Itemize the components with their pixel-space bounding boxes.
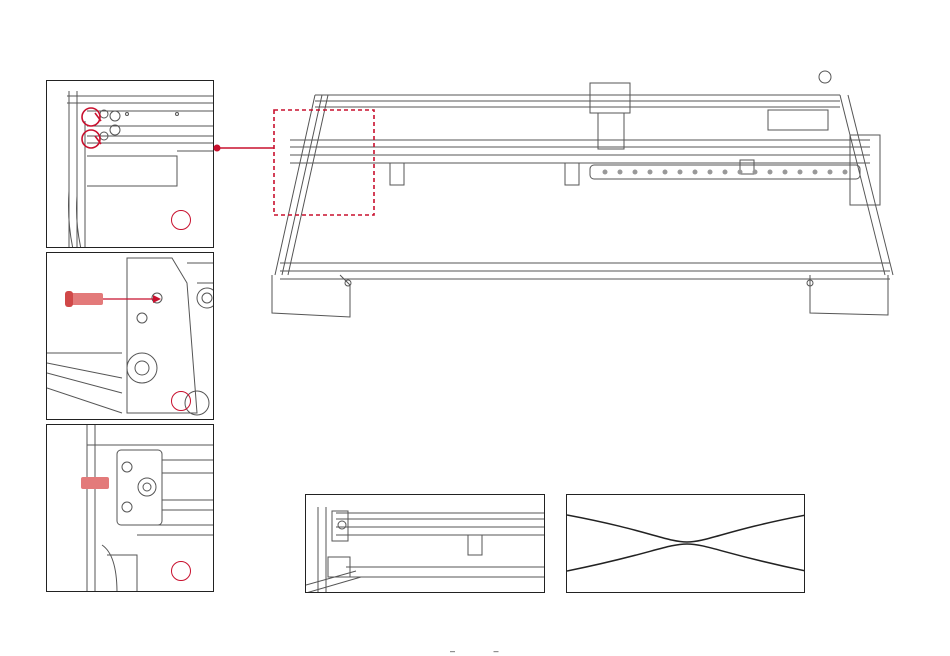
detail-panel-2 — [46, 252, 214, 420]
bolt-icon — [65, 291, 161, 307]
rail-closeup-illustration — [306, 495, 545, 593]
page-marks: – – — [450, 646, 517, 656]
belt-crossing-illustration — [567, 495, 805, 593]
bolt-icon — [81, 477, 109, 489]
detail-panel-3 — [46, 424, 214, 592]
detail-panel-1 — [46, 80, 214, 248]
belt-crossing-panel — [566, 494, 805, 593]
step-number-circle-1 — [171, 210, 191, 230]
step-number-circle-2 — [171, 391, 191, 411]
step-number-circle-3 — [171, 561, 191, 581]
rail-closeup-panel — [305, 494, 545, 593]
engraver-frame-overview — [260, 65, 910, 325]
